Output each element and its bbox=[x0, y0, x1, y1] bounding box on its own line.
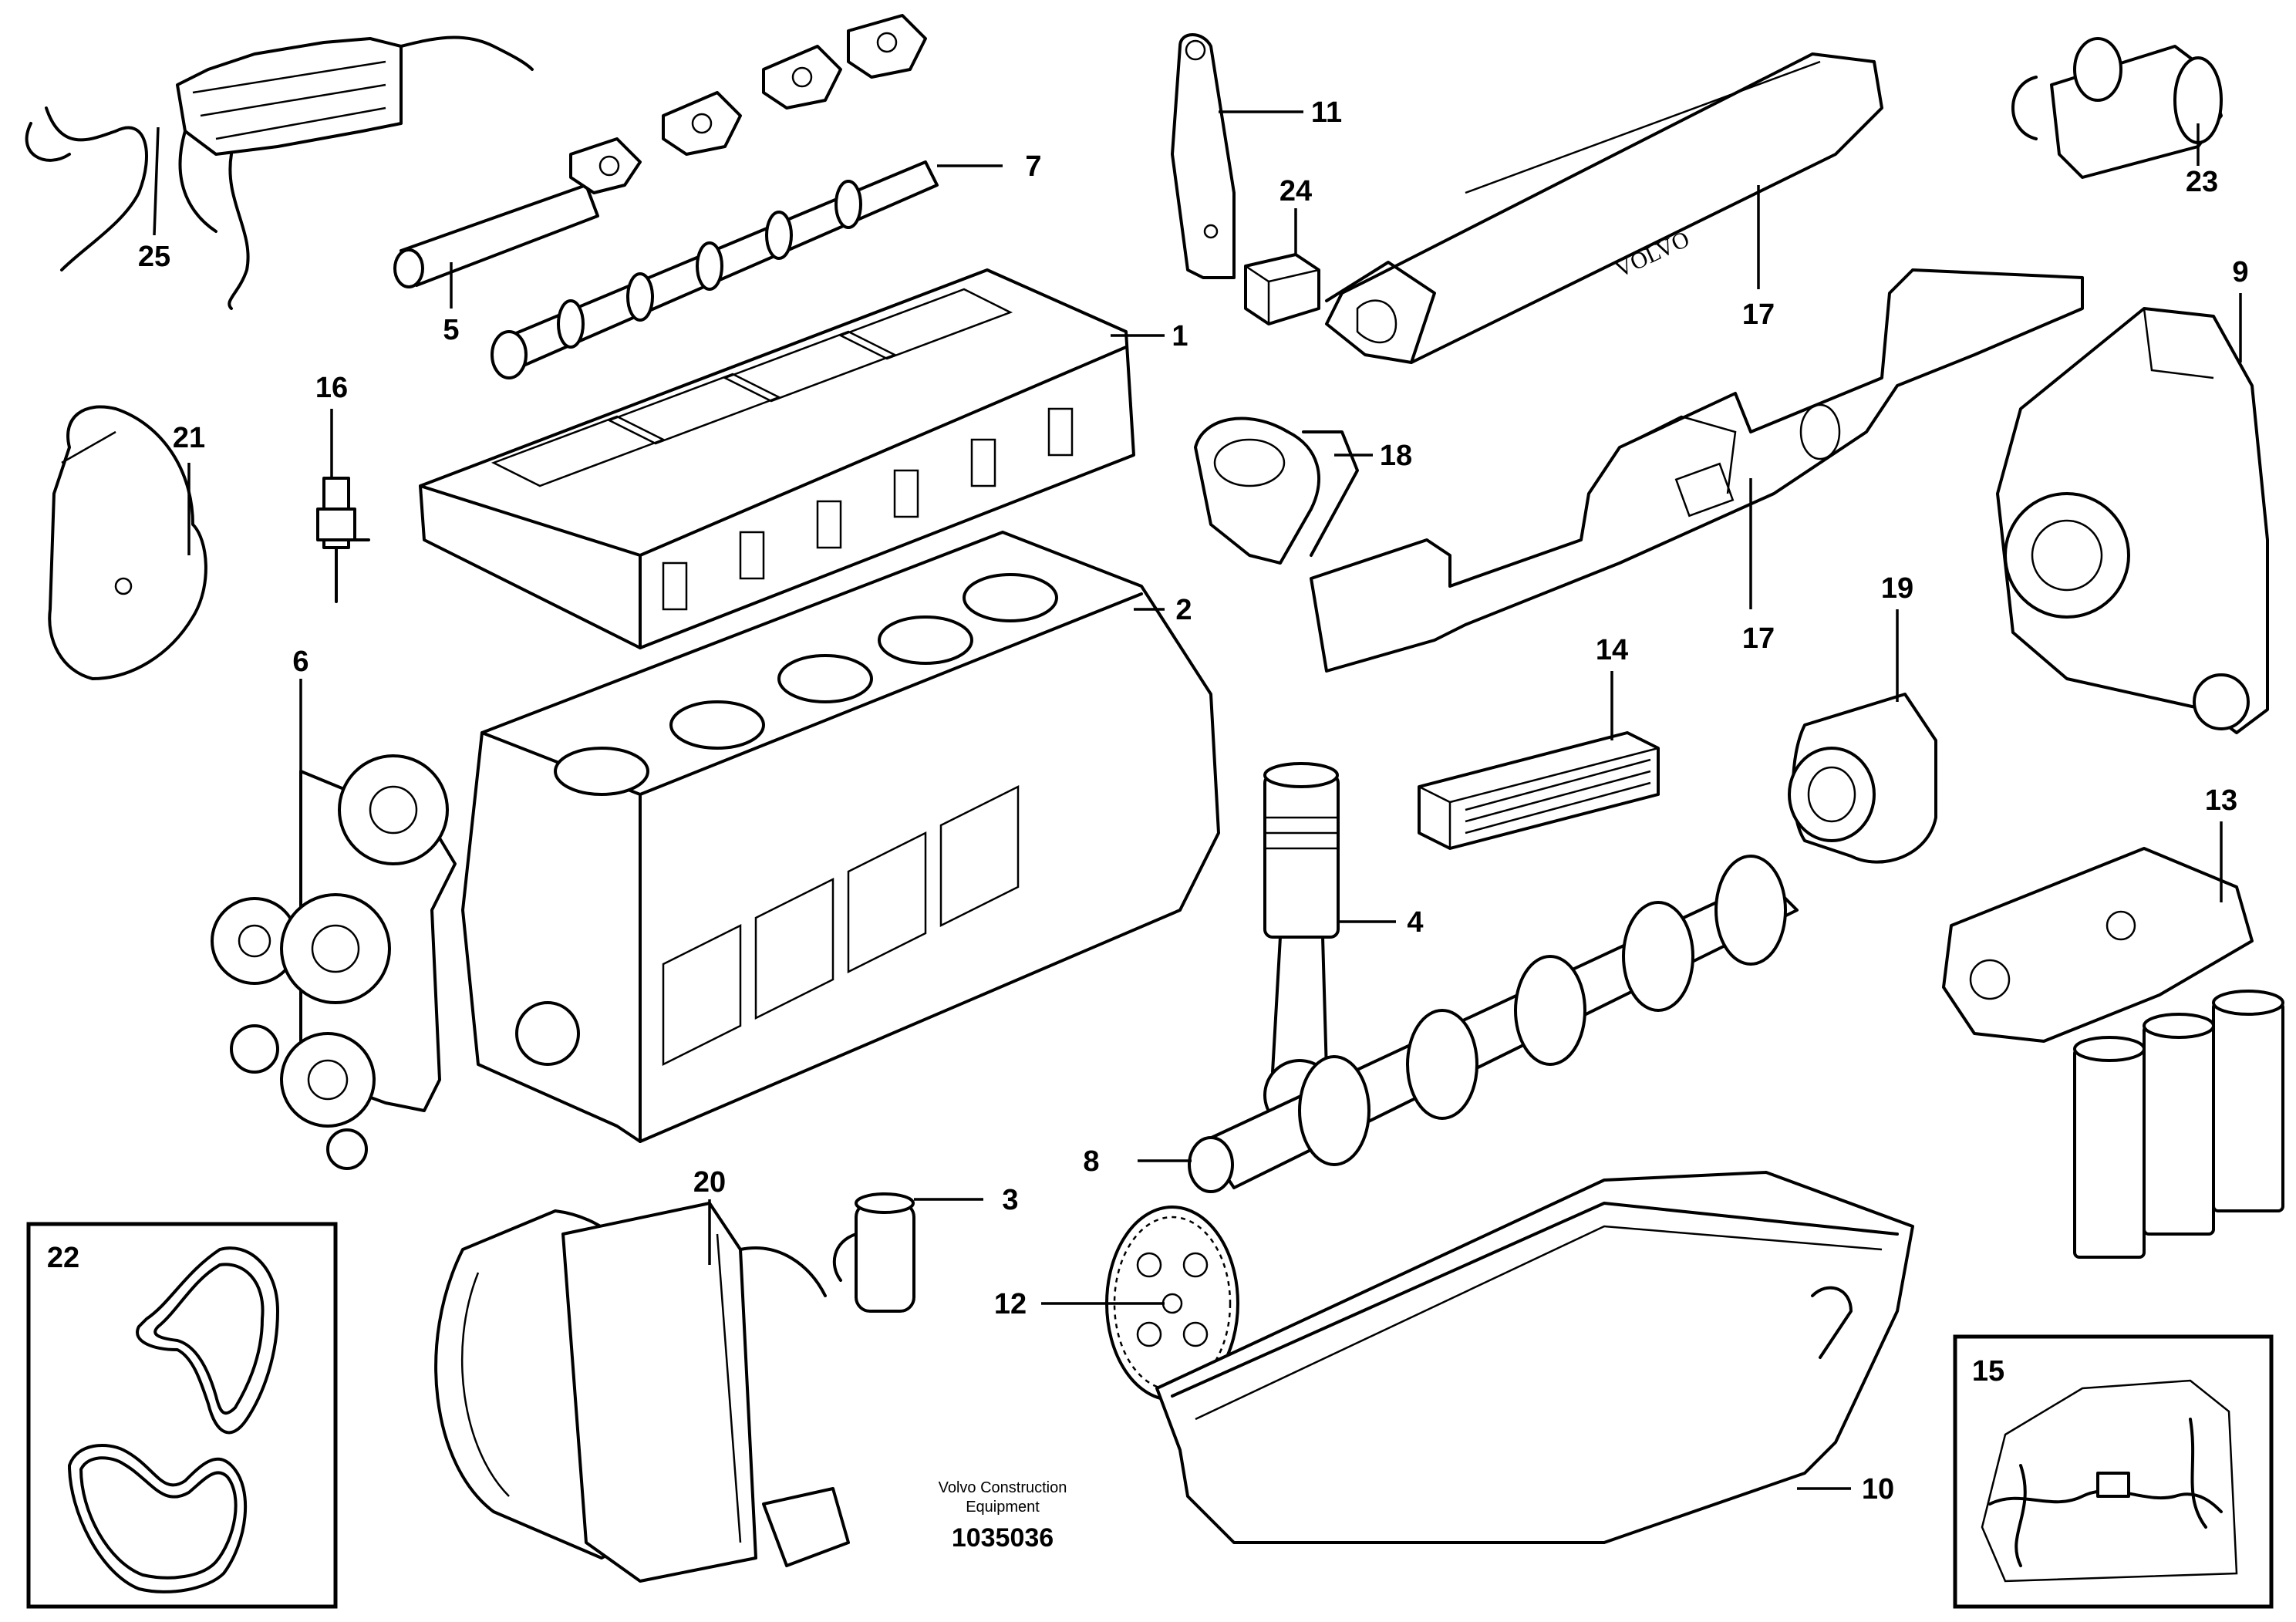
callout-3: 3 bbox=[1002, 1184, 1018, 1216]
callout-11: 11 bbox=[1311, 96, 1342, 129]
callout-4: 4 bbox=[1407, 906, 1423, 939]
callout-9: 9 bbox=[2232, 256, 2248, 288]
callout-13: 13 bbox=[2205, 784, 2237, 817]
part-oil-cooler bbox=[1418, 731, 1660, 850]
part-injector bbox=[316, 477, 370, 603]
harness-inset-box bbox=[1953, 1334, 2274, 1609]
part-cylinder-head bbox=[419, 268, 1135, 649]
callout-10: 10 bbox=[1862, 1473, 1894, 1506]
callout-17b: 17 bbox=[1742, 622, 1775, 655]
part-timing-gears bbox=[211, 754, 457, 1170]
part-engine-block bbox=[461, 531, 1220, 1143]
callout-25: 25 bbox=[138, 241, 170, 273]
callout-18: 18 bbox=[1380, 440, 1412, 472]
footer-brand-line2: Equipment bbox=[966, 1499, 1040, 1516]
drawing-number: 1035036 bbox=[952, 1523, 1054, 1553]
part-flywheel-housing bbox=[1996, 307, 2269, 734]
callout-15: 15 bbox=[1972, 1355, 2004, 1388]
footer-brand-line1: Volvo Construction bbox=[939, 1479, 1067, 1496]
part-drive-belts bbox=[68, 1246, 279, 1593]
callout-12: 12 bbox=[994, 1288, 1027, 1320]
part-wiring-harness bbox=[25, 35, 534, 310]
part-bracket bbox=[1171, 33, 1236, 279]
part-exhaust-manifold bbox=[1310, 268, 2084, 673]
part-thermostat-housing bbox=[1194, 416, 1359, 565]
callout-8: 8 bbox=[1083, 1145, 1099, 1178]
callout-17a: 17 bbox=[1742, 298, 1775, 331]
belts-inset-box bbox=[26, 1222, 338, 1609]
part-oil-filter-housing bbox=[1942, 847, 2254, 1043]
part-oil-pan bbox=[1155, 1171, 1914, 1544]
part-bushing bbox=[1244, 253, 1320, 325]
part-oil-filters bbox=[2073, 990, 2284, 1259]
part-cover bbox=[48, 405, 207, 680]
callout-23: 23 bbox=[2186, 166, 2218, 198]
callout-19: 19 bbox=[1881, 572, 1913, 605]
part-turbocharger bbox=[1788, 693, 1937, 864]
callout-20: 20 bbox=[693, 1166, 726, 1199]
callout-2: 2 bbox=[1175, 594, 1192, 626]
part-canister bbox=[832, 1192, 915, 1313]
part-fan-shroud bbox=[434, 1202, 850, 1583]
part-intake-manifold bbox=[1325, 52, 1883, 364]
callout-1: 1 bbox=[1172, 320, 1188, 352]
callout-7: 7 bbox=[1025, 150, 1041, 183]
callout-6: 6 bbox=[292, 646, 308, 678]
callout-21: 21 bbox=[173, 422, 205, 454]
part-rocker-shaft bbox=[393, 14, 927, 288]
part-starter-motor bbox=[2011, 37, 2223, 179]
callout-24: 24 bbox=[1279, 175, 1312, 207]
callout-14: 14 bbox=[1596, 634, 1628, 666]
part-camshaft bbox=[491, 160, 939, 379]
leader-25 bbox=[153, 126, 160, 236]
part-crankshaft bbox=[1188, 855, 1799, 1193]
callout-5: 5 bbox=[443, 314, 459, 346]
callout-22: 22 bbox=[47, 1242, 79, 1274]
callout-16: 16 bbox=[315, 372, 348, 404]
part-engine-harness-inset bbox=[1981, 1379, 2238, 1583]
